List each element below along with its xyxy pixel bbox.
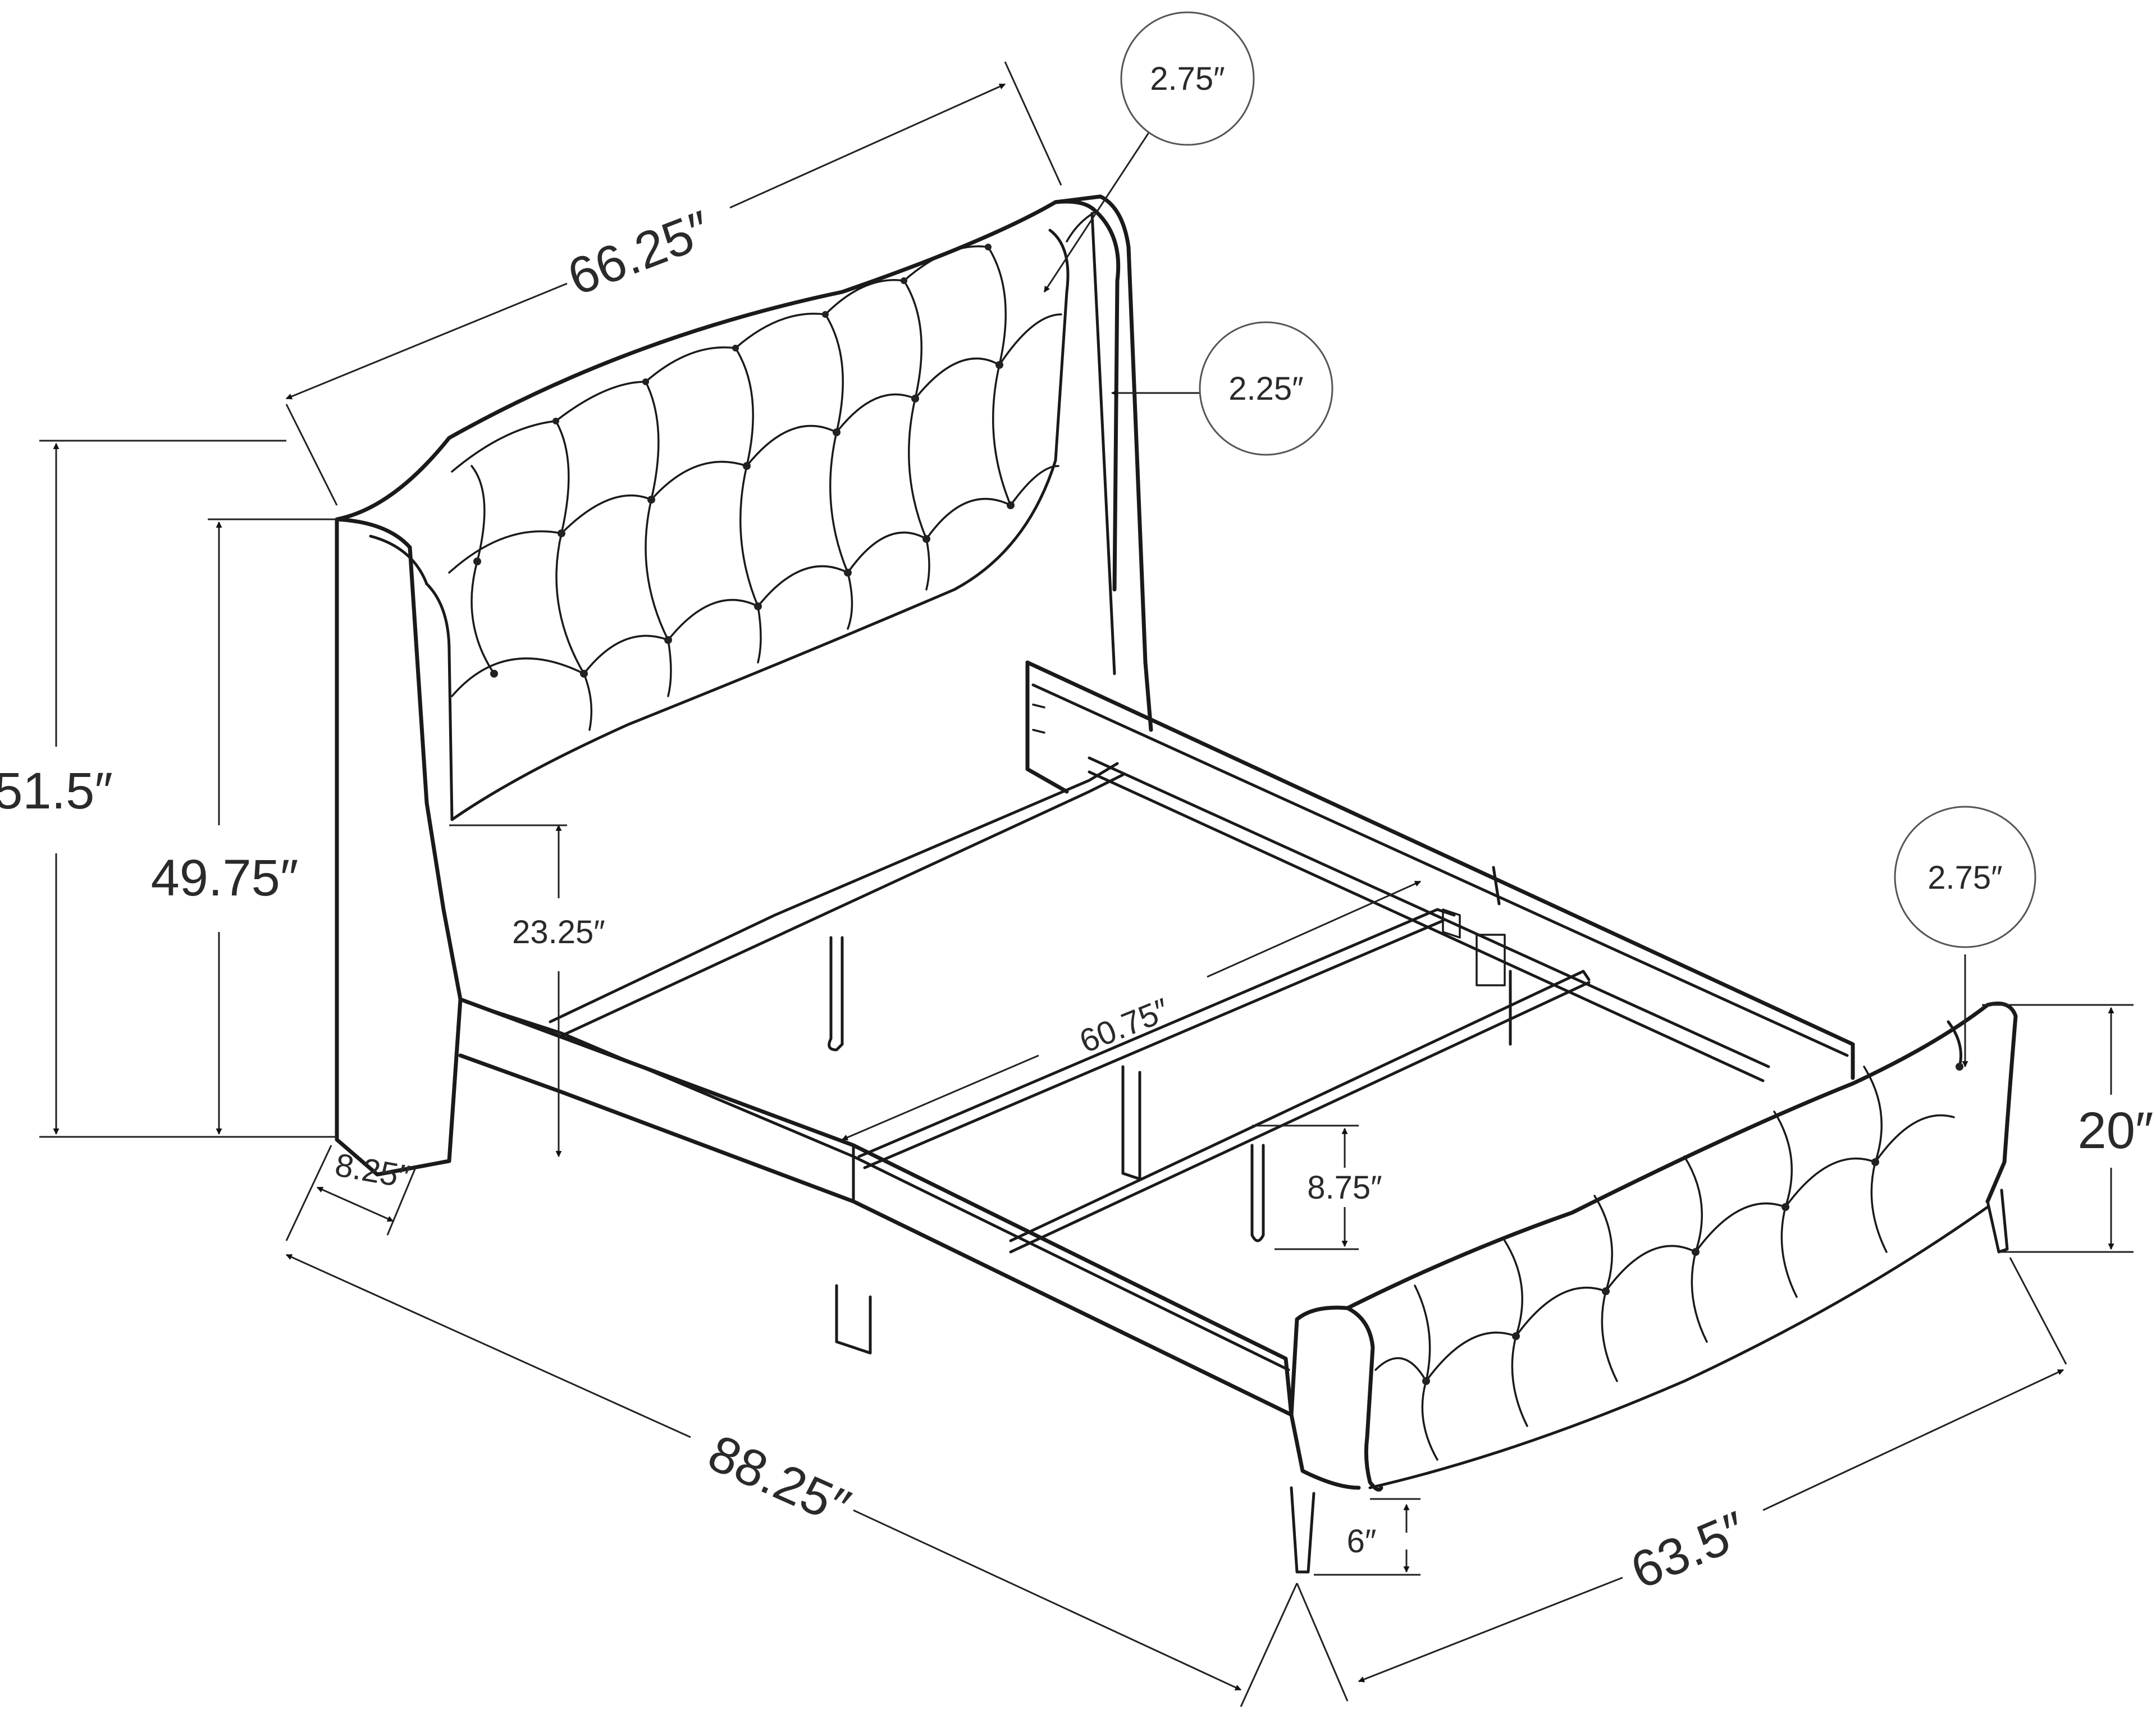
label-leg-height: 6″	[1347, 1523, 1377, 1560]
label-overall-height: 51.5″	[0, 762, 113, 820]
footboard	[1289, 1002, 2018, 1574]
tuft-buttons	[473, 244, 1015, 678]
label-headboard-depth: 8.25″	[332, 1146, 413, 1195]
label-inner-width: 60.75″	[1075, 991, 1175, 1060]
callout-circle-wing-side	[1199, 321, 1333, 456]
bed-frame	[458, 660, 1855, 1417]
label-headboard-width: 66.25″	[560, 200, 719, 306]
label-wing-top-thickness: 2.75″	[1150, 61, 1225, 97]
label-footboard-height: 20″	[2078, 1102, 2154, 1159]
label-overall-width: 63.5″	[1623, 1501, 1755, 1600]
callout-circle-footboard	[1894, 806, 2036, 948]
label-under-headboard-clearance: 23.25″	[512, 914, 605, 950]
dimension-lines	[39, 61, 2134, 1707]
label-footboard-thickness: 2.75″	[1927, 860, 2002, 896]
headboard	[335, 194, 1153, 1177]
label-wing-side-thickness: 2.25″	[1228, 371, 1303, 407]
label-overall-length: 88.25″	[700, 1424, 858, 1537]
label-headboard-height: 49.75″	[151, 849, 299, 907]
label-rail-clearance: 8.75″	[1307, 1169, 1382, 1206]
footboard-buttons	[1422, 1063, 1963, 1385]
callout-circle-wing-top	[1120, 11, 1255, 146]
